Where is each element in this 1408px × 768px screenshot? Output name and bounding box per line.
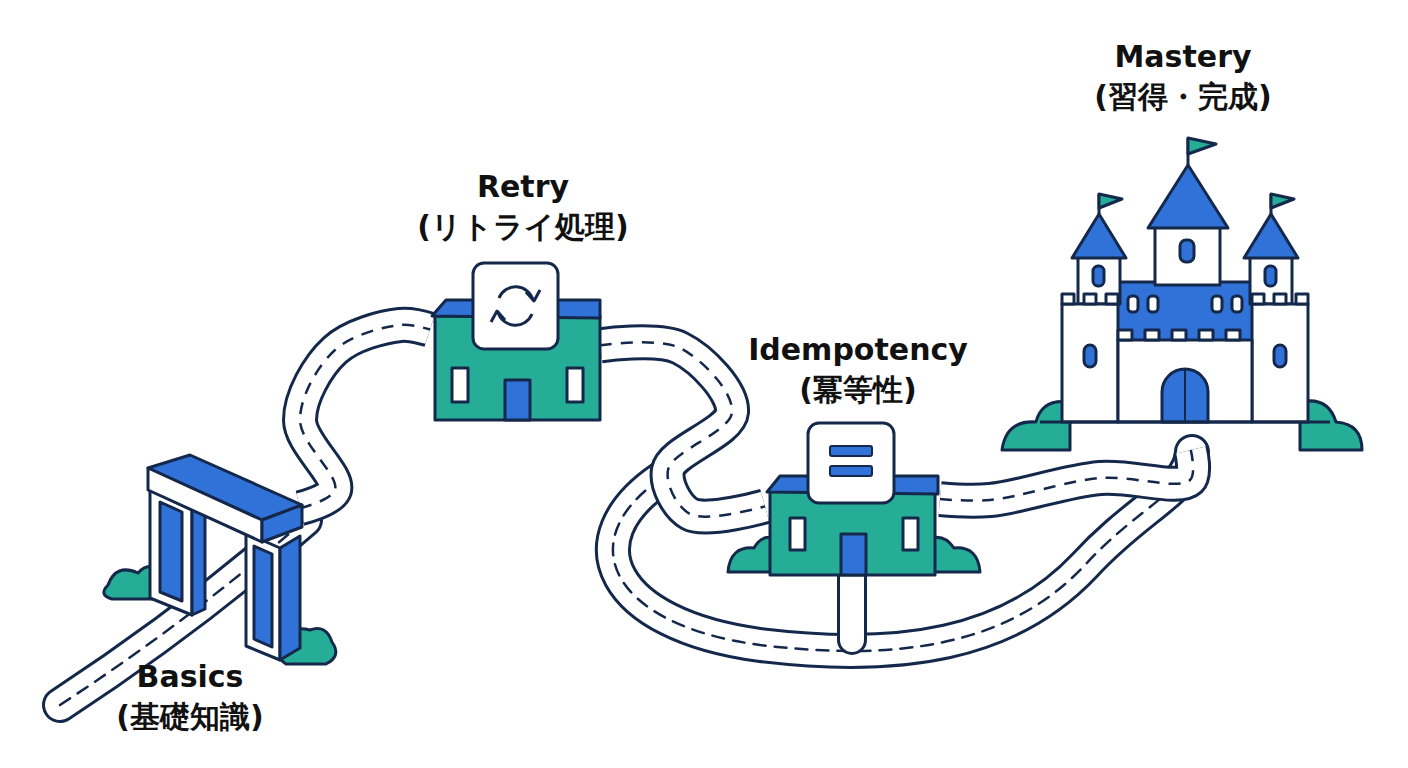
- landmark-subtitle: (冪等性): [698, 370, 1018, 410]
- castle-illustration: [1252, 304, 1308, 422]
- landmark-label: Mastery(習得・完成): [1023, 37, 1343, 117]
- road-centerline: [300, 325, 430, 508]
- road-surface: [300, 325, 430, 508]
- road-edge: [940, 450, 1193, 501]
- retry-building: [432, 263, 600, 420]
- road-connector: [600, 342, 765, 516]
- castle-illustration: [1084, 294, 1096, 304]
- landmark-subtitle: (リトライ処理): [363, 207, 683, 247]
- castle-illustration: [1145, 330, 1159, 340]
- retry-building: [567, 368, 583, 402]
- road-surface: [600, 342, 765, 516]
- castle-illustration: [1232, 296, 1242, 312]
- castle-illustration: [1188, 138, 1216, 154]
- landmark-subtitle: (基礎知識): [30, 697, 350, 737]
- road: [840, 575, 864, 640]
- castle-illustration: [1072, 214, 1126, 258]
- retry-building: [491, 311, 505, 322]
- idempotency-building: [808, 423, 894, 503]
- landmark-title: Retry: [363, 167, 683, 207]
- idempotency-building: [830, 466, 872, 476]
- landmark-label: Idempotency(冪等性): [698, 330, 1018, 410]
- castle-illustration: [1184, 370, 1186, 422]
- gate-illustration: [254, 546, 272, 647]
- retry-building: [473, 263, 558, 349]
- castle-illustration: [1180, 240, 1194, 262]
- landmark-title: Idempotency: [698, 330, 1018, 370]
- castle-illustration: [1084, 345, 1096, 367]
- gate-illustration: [104, 455, 336, 664]
- castle-illustration: [1062, 304, 1118, 422]
- gate-illustration: [148, 468, 262, 542]
- castle-illustration: [1250, 256, 1292, 304]
- landmark-node: Idempotency(冪等性): [765, 420, 940, 575]
- castle-illustration: [1002, 138, 1362, 450]
- retry-building: [526, 290, 540, 301]
- castle-illustration: [1155, 225, 1220, 285]
- castle-illustration: [1062, 294, 1074, 304]
- idempotency-building: [830, 446, 872, 456]
- castle-illustration: [1162, 369, 1208, 422]
- landmark-node: Retry(リトライ処理): [430, 265, 600, 420]
- castle-illustration: [1172, 330, 1186, 340]
- castle-illustration: [1274, 345, 1286, 367]
- road-centerline: [600, 342, 765, 516]
- castle-illustration: [1128, 296, 1138, 312]
- castle-illustration: [1106, 294, 1118, 304]
- road-connector: [300, 325, 430, 508]
- retry-building: [452, 368, 468, 402]
- castle-illustration: [1212, 296, 1222, 312]
- castle-illustration: [1265, 266, 1276, 286]
- road: [837, 575, 867, 640]
- idempotency-building: [841, 534, 866, 575]
- gate-illustration: [246, 533, 280, 660]
- castle-illustration: [1040, 421, 1330, 424]
- gate-illustration: [262, 505, 302, 542]
- road-edge: [600, 342, 765, 516]
- gate-illustration: [192, 504, 205, 615]
- landmark-label: Basics(基礎知識): [30, 657, 350, 737]
- landmark-label: Retry(リトライ処理): [363, 167, 683, 247]
- castle-illustration: [1271, 194, 1294, 208]
- castle-illustration: [1274, 294, 1286, 304]
- castle-illustration: [1252, 294, 1264, 304]
- castle-illustration: [1244, 214, 1298, 258]
- landmark-title: Mastery: [1023, 37, 1343, 77]
- castle-illustration: [1148, 165, 1228, 228]
- road-connector: [940, 450, 1193, 501]
- castle-illustration: [1118, 330, 1132, 340]
- castle-illustration: [1199, 330, 1213, 340]
- landmark-node: Mastery(習得・完成): [1030, 135, 1360, 450]
- landmark-subtitle: (習得・完成): [1023, 77, 1343, 117]
- landmark-node: Basics(基礎知識): [110, 455, 300, 660]
- road-edge: [300, 325, 430, 508]
- retry-building: [505, 380, 530, 420]
- castle-illustration: [1078, 256, 1120, 304]
- idempotency-building: [790, 518, 805, 550]
- gate-illustration: [280, 536, 300, 660]
- road-surface: [940, 450, 1193, 501]
- idempotency-building: [728, 423, 980, 575]
- landmark-title: Basics: [30, 657, 350, 697]
- road-centerline: [940, 450, 1193, 501]
- castle-illustration: [1296, 294, 1308, 304]
- castle-illustration: [1226, 330, 1240, 340]
- castle-illustration: [1002, 401, 1070, 450]
- castle-illustration: [1148, 296, 1158, 312]
- castle-illustration: [1093, 266, 1104, 286]
- gate-illustration: [160, 502, 182, 601]
- castle-illustration: [1099, 194, 1122, 208]
- idempotency-building: [903, 518, 918, 550]
- castle-illustration: [1118, 340, 1252, 422]
